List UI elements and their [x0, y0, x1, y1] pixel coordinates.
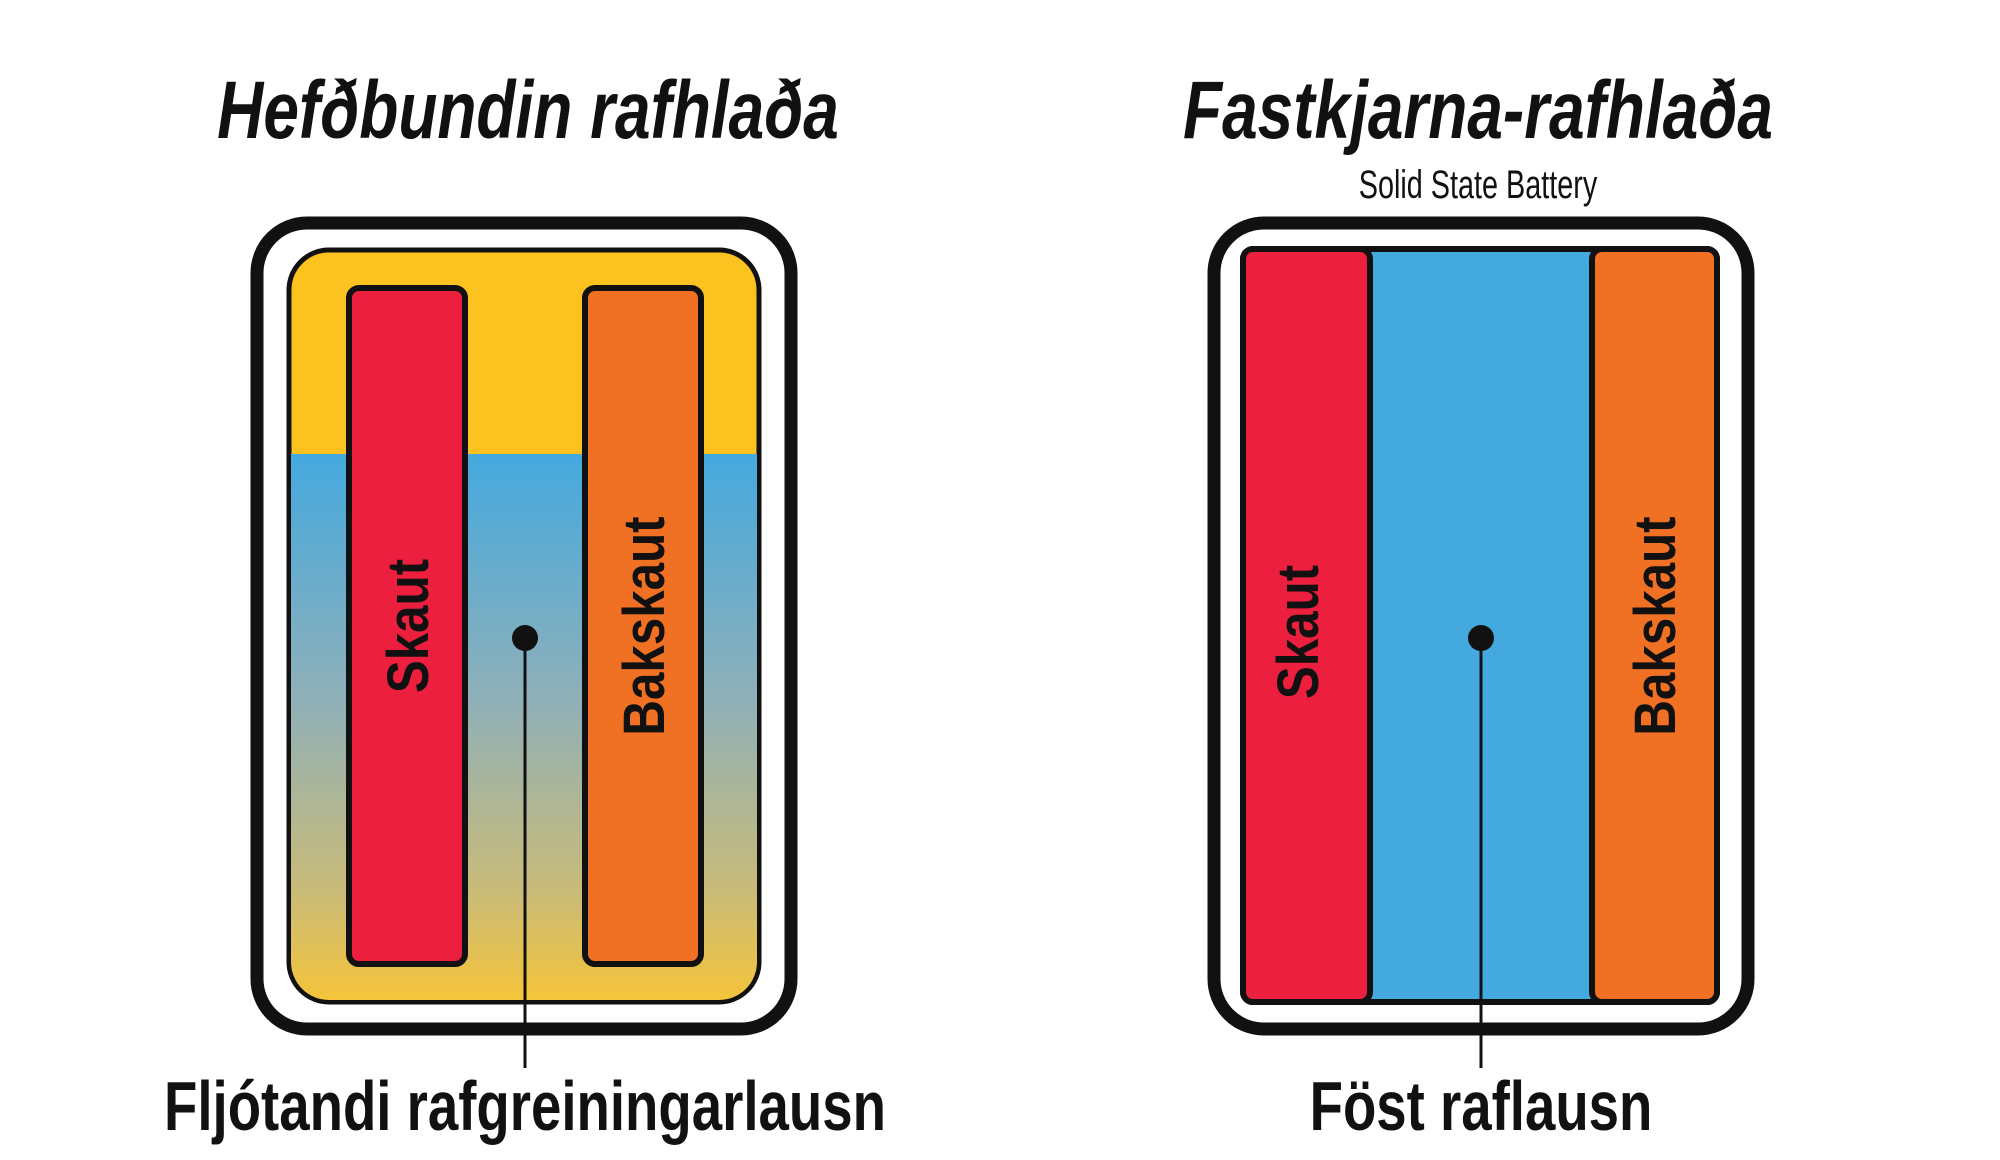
cathode-label: Bakskaut — [1623, 516, 1688, 735]
solid-electrolyte-label: Föst raflausn — [1310, 1068, 1653, 1146]
conventional-battery: Hefðbundin rafhlaða Skaut Bakskaut Fljót… — [164, 63, 886, 1145]
solid-state-title: Fastkjarna-rafhlaða — [1183, 63, 1773, 156]
anode-label: Skaut — [1266, 565, 1331, 699]
cathode-bar — [1589, 246, 1720, 1005]
solid-state-subtitle: Solid State Battery — [1359, 162, 1598, 207]
conventional-title: Hefðbundin rafhlaða — [217, 63, 839, 156]
anode-label: Skaut — [376, 559, 441, 693]
cathode-label: Bakskaut — [612, 516, 677, 735]
anode-bar — [1240, 246, 1373, 1005]
anode-bar — [346, 285, 468, 967]
solid-state-battery: Fastkjarna-rafhlaða Solid State Battery … — [1183, 63, 1773, 1145]
liquid-electrolyte-label: Fljótandi rafgreiningarlausn — [164, 1068, 886, 1146]
cathode-bar — [582, 285, 704, 967]
